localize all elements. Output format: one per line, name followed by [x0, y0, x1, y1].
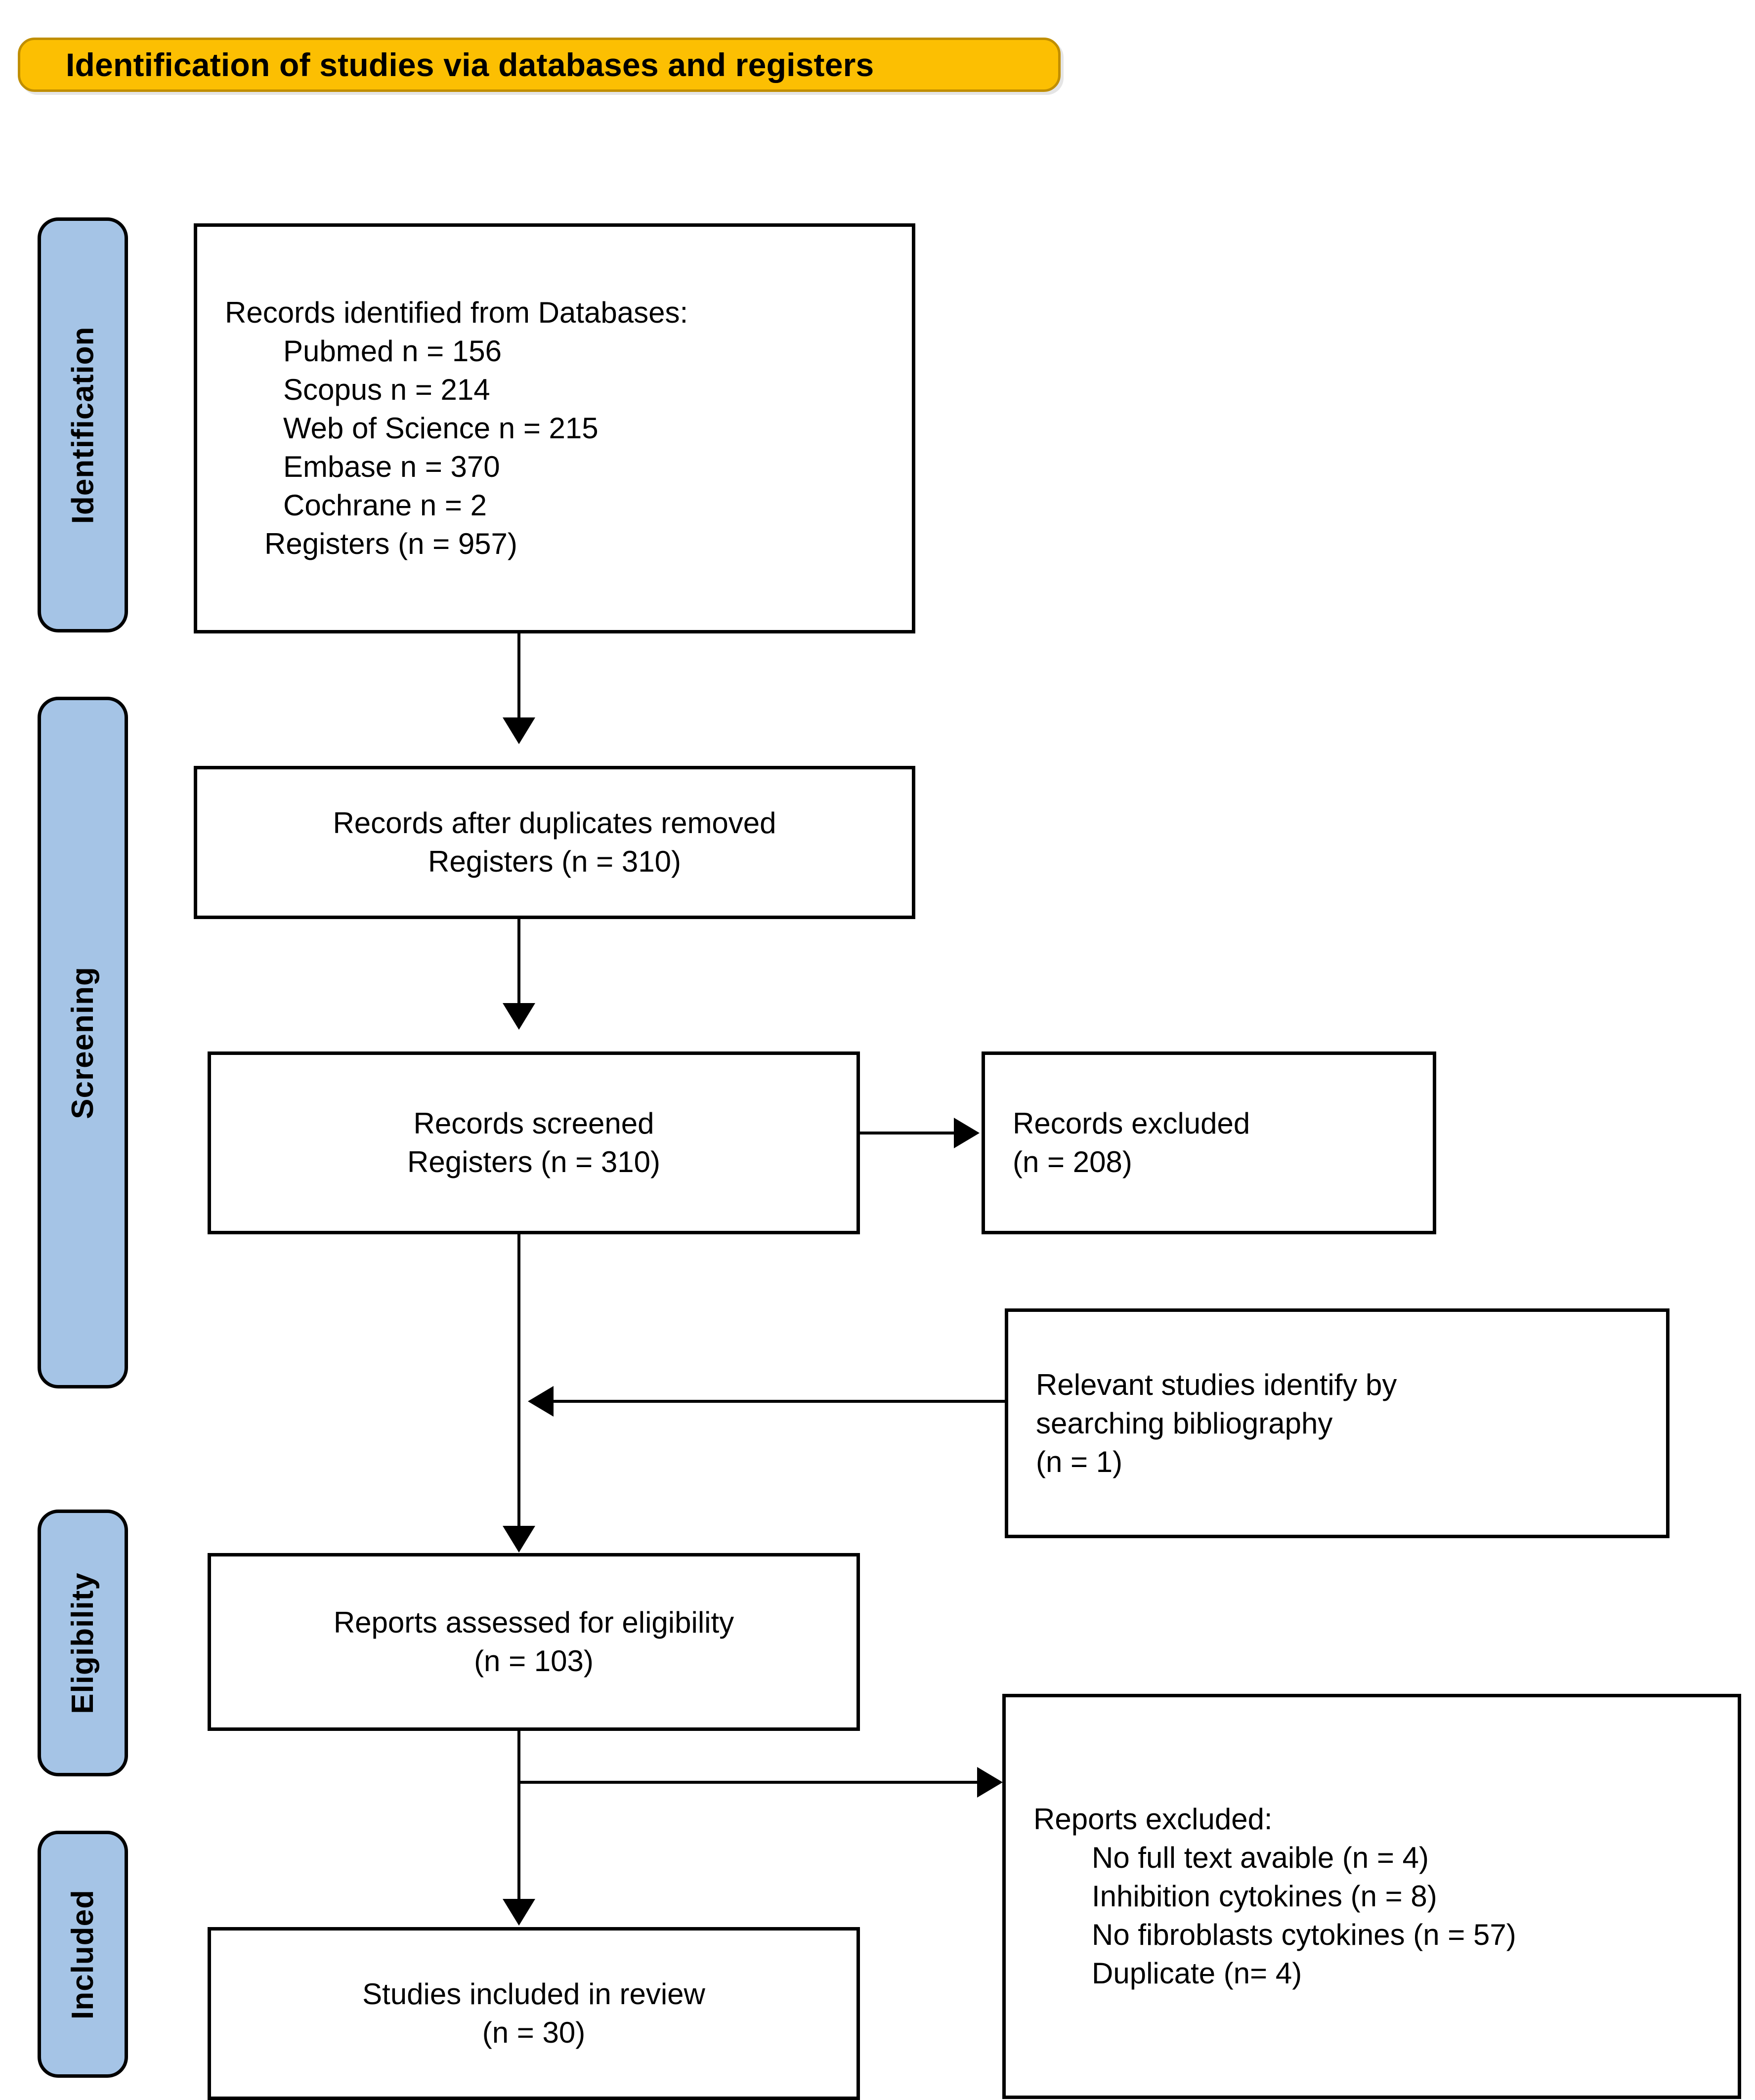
arrow-assessed-to-reports-excluded	[977, 1767, 1003, 1798]
connector-duplicates-to-screened	[517, 919, 520, 1003]
relevant-bibliography-line3: (n = 1)	[1036, 1445, 1123, 1478]
arrow-screened-to-assessed	[503, 1526, 535, 1553]
banner-title: Identification of studies via databases …	[66, 46, 874, 83]
connector-screened-to-excluded	[860, 1132, 959, 1134]
stage-label-identification: Identification	[38, 217, 128, 632]
box-reports-assessed: Reports assessed for eligibility (n = 10…	[208, 1553, 860, 1731]
arrow-bibliography-to-assessed	[528, 1386, 554, 1417]
connector-bibliography-to-assessed	[554, 1400, 1005, 1403]
records-identified-source-embase: Embase n = 370	[283, 450, 500, 483]
box-relevant-bibliography: Relevant studies identify by searching b…	[1005, 1308, 1669, 1538]
studies-included-line1: Studies included in review	[362, 1977, 705, 2011]
reports-excluded-reason-no-full-text: No full text avaible (n = 4)	[1092, 1841, 1429, 1874]
studies-included-line2: (n = 30)	[482, 2016, 586, 2049]
records-identified-registers: Registers (n = 957)	[264, 527, 517, 560]
banner-identification-header: Identification of studies via databases …	[18, 38, 1061, 92]
duplicates-removed-line1: Records after duplicates removed	[333, 806, 776, 840]
reports-excluded-reason-no-fibroblasts-cytokines: No fibroblasts cytokines (n = 57)	[1092, 1918, 1516, 1951]
stage-label-eligibility: Eligibility	[38, 1510, 128, 1776]
records-identified-source-scopus: Scopus n = 214	[283, 373, 490, 406]
stage-label-included: Included	[38, 1831, 128, 2078]
connector-assessed-to-reports-excluded	[517, 1781, 982, 1784]
connector-screened-to-assessed	[517, 1234, 520, 1526]
records-identified-source-cochrane: Cochrane n = 2	[283, 489, 487, 522]
records-excluded-line2: (n = 208)	[1013, 1145, 1132, 1178]
connector-identified-to-duplicates	[517, 633, 520, 717]
relevant-bibliography-line1: Relevant studies identify by	[1036, 1368, 1397, 1401]
box-studies-included: Studies included in review (n = 30)	[208, 1927, 860, 2100]
reports-excluded-heading: Reports excluded:	[1033, 1803, 1273, 1836]
duplicates-removed-line2: Registers (n = 310)	[428, 845, 681, 878]
relevant-bibliography-line2: searching bibliography	[1036, 1406, 1333, 1440]
arrow-screened-to-excluded	[954, 1118, 980, 1148]
box-records-screened: Records screened Registers (n = 310)	[208, 1051, 860, 1234]
records-screened-line1: Records screened	[413, 1107, 654, 1140]
box-records-identified: Records identified from Databases: Pubme…	[194, 223, 915, 633]
reports-excluded-reason-inhibition-cytokines: Inhibition cytokines (n = 8)	[1092, 1880, 1437, 1913]
stage-label-screening: Screening	[38, 697, 128, 1388]
reports-excluded-reason-duplicate: Duplicate (n= 4)	[1092, 1957, 1302, 1990]
records-identified-source-pubmed: Pubmed n = 156	[283, 335, 502, 368]
arrow-assessed-to-included	[503, 1899, 535, 1926]
records-identified-source-web-of-science: Web of Science n = 215	[283, 412, 599, 445]
records-identified-heading: Records identified from Databases:	[225, 296, 688, 329]
arrow-duplicates-to-screened	[503, 1003, 535, 1030]
stage-label-screening-text: Screening	[66, 966, 100, 1119]
records-screened-line2: Registers (n = 310)	[407, 1145, 660, 1178]
connector-assessed-down-trunk	[517, 1731, 520, 1899]
stage-label-included-text: Included	[66, 1889, 100, 2019]
reports-assessed-line1: Reports assessed for eligibility	[333, 1606, 734, 1639]
reports-assessed-line2: (n = 103)	[474, 1644, 594, 1678]
box-duplicates-removed: Records after duplicates removed Registe…	[194, 766, 915, 919]
box-reports-excluded: Reports excluded: No full text avaible (…	[1002, 1694, 1741, 2099]
arrow-identified-to-duplicates	[503, 717, 535, 744]
box-records-excluded: Records excluded (n = 208)	[982, 1051, 1436, 1234]
stage-label-eligibility-text: Eligibility	[66, 1572, 100, 1714]
stage-label-identification-text: Identification	[66, 326, 100, 524]
records-excluded-line1: Records excluded	[1013, 1107, 1250, 1140]
